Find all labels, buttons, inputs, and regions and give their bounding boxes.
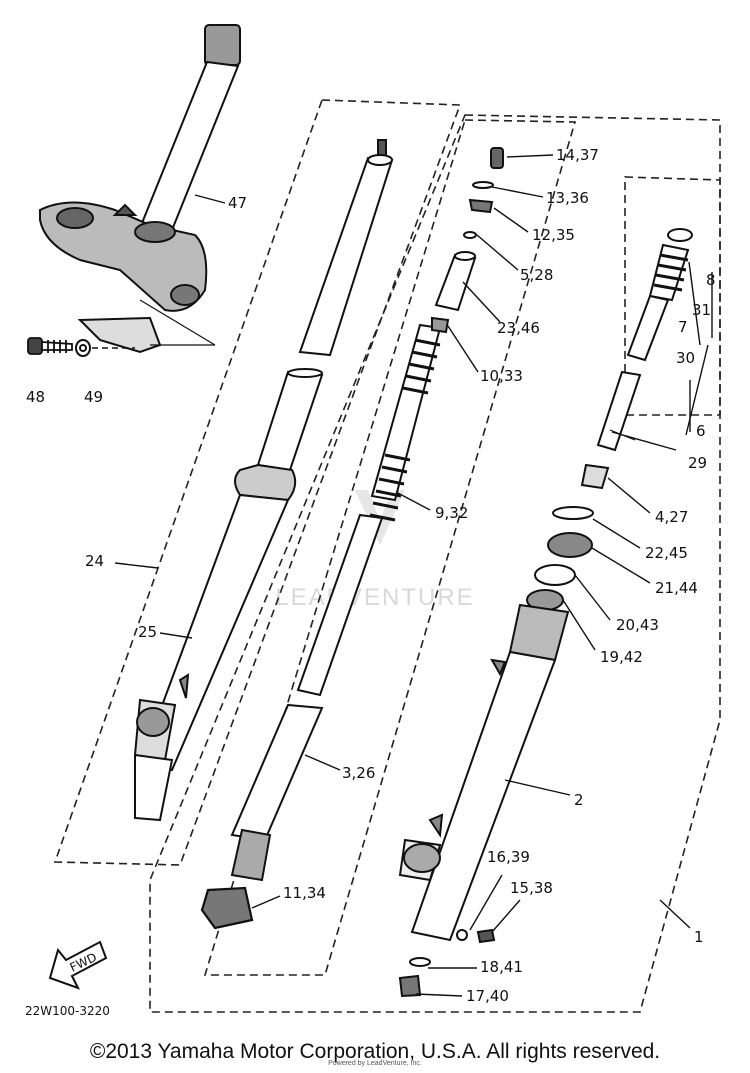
label-9-32: 9,32 — [435, 504, 468, 522]
leader-lines — [114, 154, 713, 997]
label-47: 47 — [228, 194, 247, 212]
copyright-notice: ©2013 Yamaha Motor Corporation, U.S.A. A… — [89, 1040, 661, 1063]
cap-bolt — [463, 147, 504, 239]
oil-lock-piece — [200, 886, 254, 930]
outer-tube-group-box — [53, 99, 462, 866]
label-1: 1 — [694, 928, 704, 946]
washer — [75, 339, 135, 357]
label-2: 2 — [574, 791, 584, 809]
inner-tube — [230, 513, 384, 882]
drawing-code: 22W100-3220 — [25, 1004, 110, 1018]
label-48: 48 — [26, 388, 45, 406]
label-8: 8 — [706, 271, 716, 289]
label-6: 6 — [696, 422, 706, 440]
label-19-42: 19,42 — [600, 648, 643, 666]
label-22-45: 22,45 — [645, 544, 688, 562]
label-20-43: 20,43 — [616, 616, 659, 634]
part-number-labels: 47 48 49 24 25 3,26 11,34 14,37 13,36 12… — [26, 146, 716, 1005]
label-5-28: 5,28 — [520, 266, 553, 284]
watermark-logo-icon — [355, 490, 405, 545]
label-15-38: 15,38 — [510, 879, 553, 897]
label-31: 31 — [692, 301, 711, 319]
label-17-40: 17,40 — [466, 987, 509, 1005]
label-3-26: 3,26 — [342, 764, 375, 782]
label-11-34: 11,34 — [283, 884, 326, 902]
fork-upper-tube — [298, 139, 394, 357]
label-13-36: 13,36 — [546, 189, 589, 207]
steering-stem — [39, 24, 241, 354]
pinch-bolt — [27, 337, 73, 355]
label-25: 25 — [138, 623, 157, 641]
label-21-44: 21,44 — [655, 579, 698, 597]
fork-spring — [369, 323, 442, 522]
label-49: 49 — [84, 388, 103, 406]
damper-rod — [596, 228, 693, 452]
outer-tube — [133, 368, 324, 822]
fwd-arrow-icon — [48, 940, 108, 990]
label-12-35: 12,35 — [532, 226, 575, 244]
spacer-collar — [431, 251, 477, 334]
label-16-39: 16,39 — [487, 848, 530, 866]
drain-screws — [398, 928, 496, 998]
label-18-41: 18,41 — [480, 958, 523, 976]
label-24: 24 — [85, 552, 104, 570]
fork-slider — [398, 603, 570, 942]
piston-rings — [526, 463, 610, 611]
fwd-arrow: FWD — [48, 940, 108, 990]
label-4-27: 4,27 — [655, 508, 688, 526]
label-7: 7 — [678, 318, 688, 336]
watermark: LEADVENTURE — [275, 490, 474, 611]
label-23-46: 23,46 — [497, 319, 540, 337]
label-29: 29 — [688, 454, 707, 472]
watermark-text: LEADVENTURE — [275, 584, 474, 611]
powered-by-overlay: Powered by LeadVenture, Inc. — [328, 1060, 422, 1067]
label-10-33: 10,33 — [480, 367, 523, 385]
label-14-37: 14,37 — [556, 146, 599, 164]
damper-group-box — [624, 176, 721, 416]
fork-assembly-box — [149, 114, 721, 1013]
label-30: 30 — [676, 349, 695, 367]
dashed-group-boxes — [53, 99, 721, 1013]
